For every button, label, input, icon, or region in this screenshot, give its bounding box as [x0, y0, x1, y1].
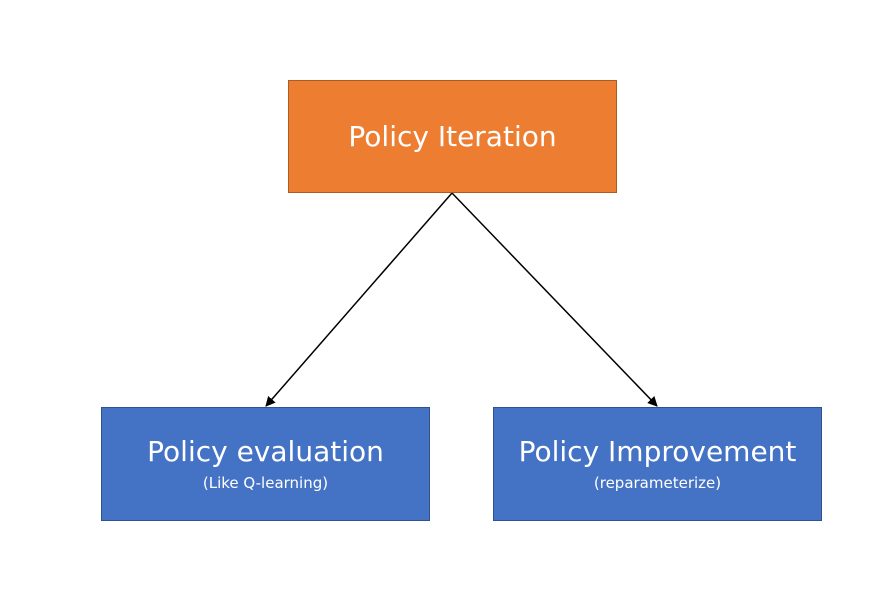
edge-root-to-left	[265, 192, 453, 407]
node-policy-iteration-title: Policy Iteration	[348, 119, 557, 153]
node-policy-iteration: Policy Iteration	[288, 80, 617, 193]
node-policy-improvement-subtitle: (reparameterize)	[593, 474, 722, 492]
node-policy-evaluation: Policy evaluation (Like Q-learning)	[101, 407, 430, 521]
edge-root-to-right	[451, 192, 658, 407]
node-policy-improvement: Policy Improvement (reparameterize)	[493, 407, 822, 521]
node-policy-evaluation-subtitle: (Like Q-learning)	[202, 474, 329, 492]
node-policy-evaluation-title: Policy evaluation	[147, 435, 384, 468]
node-policy-improvement-title: Policy Improvement	[518, 435, 797, 468]
